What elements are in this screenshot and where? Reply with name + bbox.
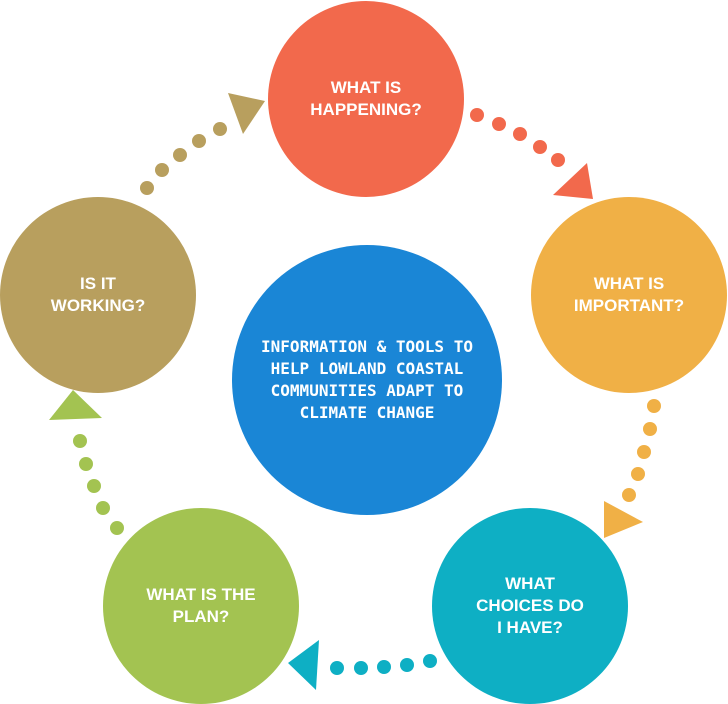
connector-dot xyxy=(173,148,187,162)
arrowhead-icon xyxy=(228,93,265,134)
connector-dot xyxy=(96,501,110,515)
stage-label: IS IT WORKING? xyxy=(50,274,146,315)
center-circle: INFORMATION & TOOLS TO HELP LOWLAND COAS… xyxy=(232,245,502,515)
stage-label: WHAT IS HAPPENING? xyxy=(310,78,422,119)
connector-dot xyxy=(354,661,368,675)
connector-dot xyxy=(213,122,227,136)
stage-label: WHAT IS THE PLAN? xyxy=(146,585,256,626)
connector-important-to-choices xyxy=(604,399,661,538)
connector-dot xyxy=(637,445,651,459)
connector-dot xyxy=(73,434,87,448)
connector-dot xyxy=(470,108,484,122)
connector-dot xyxy=(110,521,124,535)
connector-dot xyxy=(631,467,645,481)
stage-what-choices-do-i-have: WHAT CHOICES DO I HAVE? xyxy=(432,508,628,704)
connector-plan-to-working xyxy=(49,390,124,535)
connector-dot xyxy=(330,661,344,675)
stage-what-is-important: WHAT IS IMPORTANT? xyxy=(531,197,727,393)
stage-label: WHAT IS IMPORTANT? xyxy=(573,274,685,315)
arrowhead-icon xyxy=(49,390,102,420)
stage-label: WHAT CHOICES DO I HAVE? xyxy=(476,574,584,637)
connector-choices-to-plan xyxy=(288,640,437,690)
connector-dot xyxy=(551,153,565,167)
connector-dot xyxy=(647,399,661,413)
connector-happening-to-important xyxy=(470,108,593,199)
connector-dot xyxy=(492,117,506,131)
connector-dot xyxy=(155,163,169,177)
connector-dot xyxy=(192,134,206,148)
connector-dot xyxy=(423,654,437,668)
stage-what-is-the-plan: WHAT IS THE PLAN? xyxy=(103,508,299,704)
stage-what-is-happening: WHAT IS HAPPENING? xyxy=(268,1,464,197)
connector-dot xyxy=(400,658,414,672)
connector-dot xyxy=(377,660,391,674)
center-label: INFORMATION & TOOLS TO HELP LOWLAND COAS… xyxy=(261,337,473,422)
connector-dot xyxy=(533,140,547,154)
connector-dot xyxy=(513,127,527,141)
connector-dot xyxy=(643,422,657,436)
connector-dot xyxy=(140,181,154,195)
stage-is-it-working: IS IT WORKING? xyxy=(0,197,196,393)
connector-dot xyxy=(87,479,101,493)
arrowhead-icon xyxy=(604,501,643,538)
arrowhead-icon xyxy=(288,640,319,690)
connector-dot xyxy=(622,488,636,502)
arrowhead-icon xyxy=(553,163,593,199)
connector-dot xyxy=(79,457,93,471)
connector-working-to-happening xyxy=(140,93,265,195)
